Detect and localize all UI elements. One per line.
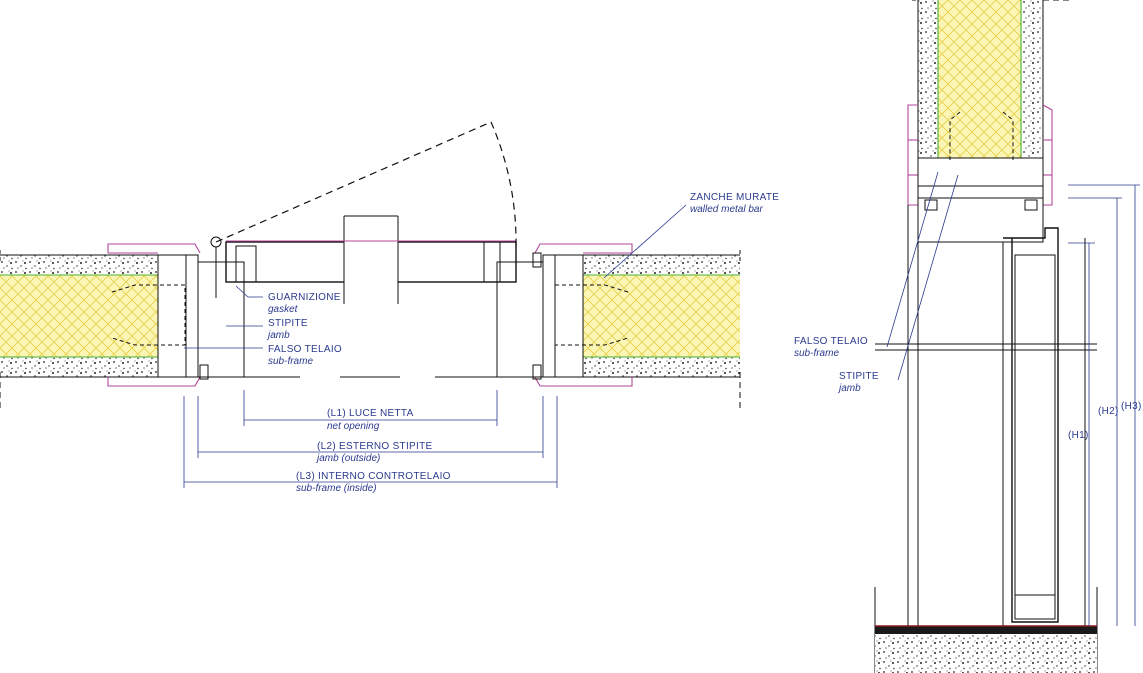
head-frame xyxy=(917,157,1044,243)
section-dimensions xyxy=(1068,184,1140,626)
anchors-label: ZANCHE MURATE walled metal bar xyxy=(690,192,779,215)
jamb-label-en: jamb xyxy=(266,330,290,341)
dimension-l1-label-it: (L1) LUCE NETTA xyxy=(327,408,414,419)
vertical-section xyxy=(874,0,1140,673)
left-wall-section xyxy=(0,250,186,410)
jamb-label: STIPITE jamb xyxy=(266,318,308,341)
gasket-label: GUARNIZIONE gasket xyxy=(268,292,341,315)
gasket-label-en: gasket xyxy=(268,304,299,315)
door-leaf xyxy=(210,121,517,304)
jamb-label-it: STIPITE xyxy=(268,318,308,329)
dimension-l3-label-en: sub-frame (inside) xyxy=(296,483,377,494)
section-subframe-label-it: FALSO TELAIO xyxy=(794,336,868,347)
plan-dimensions xyxy=(183,390,558,488)
left-subframe xyxy=(157,254,245,380)
dimension-h1-label: (H1) xyxy=(1068,430,1089,441)
dimension-l3-label-it: (L3) INTERNO CONTROTELAIO xyxy=(296,471,451,482)
right-wall-section xyxy=(554,250,741,410)
section-jamb-label: STIPITE jamb xyxy=(837,371,879,394)
section-cladding xyxy=(907,104,1053,206)
subframe-label-en: sub-frame xyxy=(268,356,313,367)
right-subframe xyxy=(496,252,584,380)
cladding-outline xyxy=(107,243,633,387)
dimension-l1-label-en: net opening xyxy=(327,421,380,432)
dimension-l2-label-it: (L2) ESTERNO STIPITE xyxy=(317,441,432,452)
dimension-h2-label: (H2) xyxy=(1098,406,1119,417)
anchors-label-it: ZANCHE MURATE xyxy=(690,192,779,203)
floor-slab xyxy=(875,625,1097,673)
section-jamb-label-en: jamb xyxy=(837,383,861,394)
dimension-l3: (L3) INTERNO CONTROTELAIO sub-frame (ins… xyxy=(296,471,451,494)
subframe-label: FALSO TELAIO sub-frame xyxy=(268,344,342,367)
gasket-label-it: GUARNIZIONE xyxy=(268,292,341,303)
section-subframe-label: FALSO TELAIO sub-frame xyxy=(794,336,868,359)
section-jamb-label-it: STIPITE xyxy=(839,371,879,382)
dimension-l2-label-en: jamb (outside) xyxy=(315,453,380,464)
anchors-label-en: walled metal bar xyxy=(690,204,763,215)
dimension-h3-label: (H3) xyxy=(1121,401,1142,412)
dimension-l2: (L2) ESTERNO STIPITE jamb (outside) xyxy=(315,441,432,464)
wall-above-door xyxy=(912,0,1072,160)
plan-view xyxy=(0,121,741,488)
section-door-leaf xyxy=(1003,227,1059,623)
section-subframe-label-en: sub-frame xyxy=(794,348,839,359)
plan-leaders xyxy=(184,204,687,349)
dimension-l1: (L1) LUCE NETTA net opening xyxy=(327,408,414,432)
section-leaders xyxy=(886,171,959,381)
subframe-label-it: FALSO TELAIO xyxy=(268,344,342,355)
